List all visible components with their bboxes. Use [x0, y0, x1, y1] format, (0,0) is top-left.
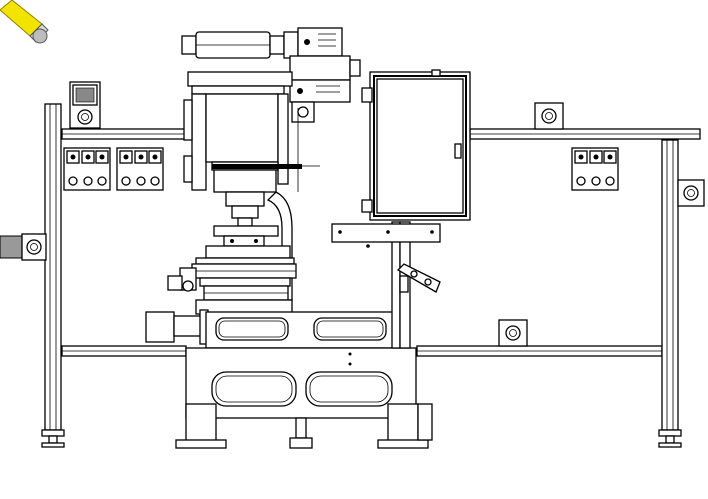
bracket-lower-mid: [498, 319, 528, 347]
top-cylinder: [181, 27, 343, 59]
machine-table: [205, 311, 399, 349]
machine-base: [175, 347, 433, 449]
valve-block: [289, 55, 361, 123]
electrical-cabinet: [361, 69, 471, 221]
control-panel-left-2: [116, 147, 164, 191]
control-panel-left-1: [63, 147, 111, 191]
press-head: [183, 71, 320, 227]
fixture-stack: [167, 225, 297, 315]
control-panel-right: [571, 147, 619, 191]
upper-rail: [61, 128, 701, 140]
bracket-top-left: [69, 81, 101, 129]
left-post: [41, 103, 65, 448]
bracket-top-right: [534, 102, 564, 130]
adjust-bracket: [396, 263, 441, 293]
bracket-right: [677, 179, 705, 207]
right-post: [658, 139, 682, 448]
side-clamp: [145, 309, 209, 345]
marker-pen-icon[interactable]: [0, 0, 49, 44]
bracket-left: [0, 233, 47, 261]
